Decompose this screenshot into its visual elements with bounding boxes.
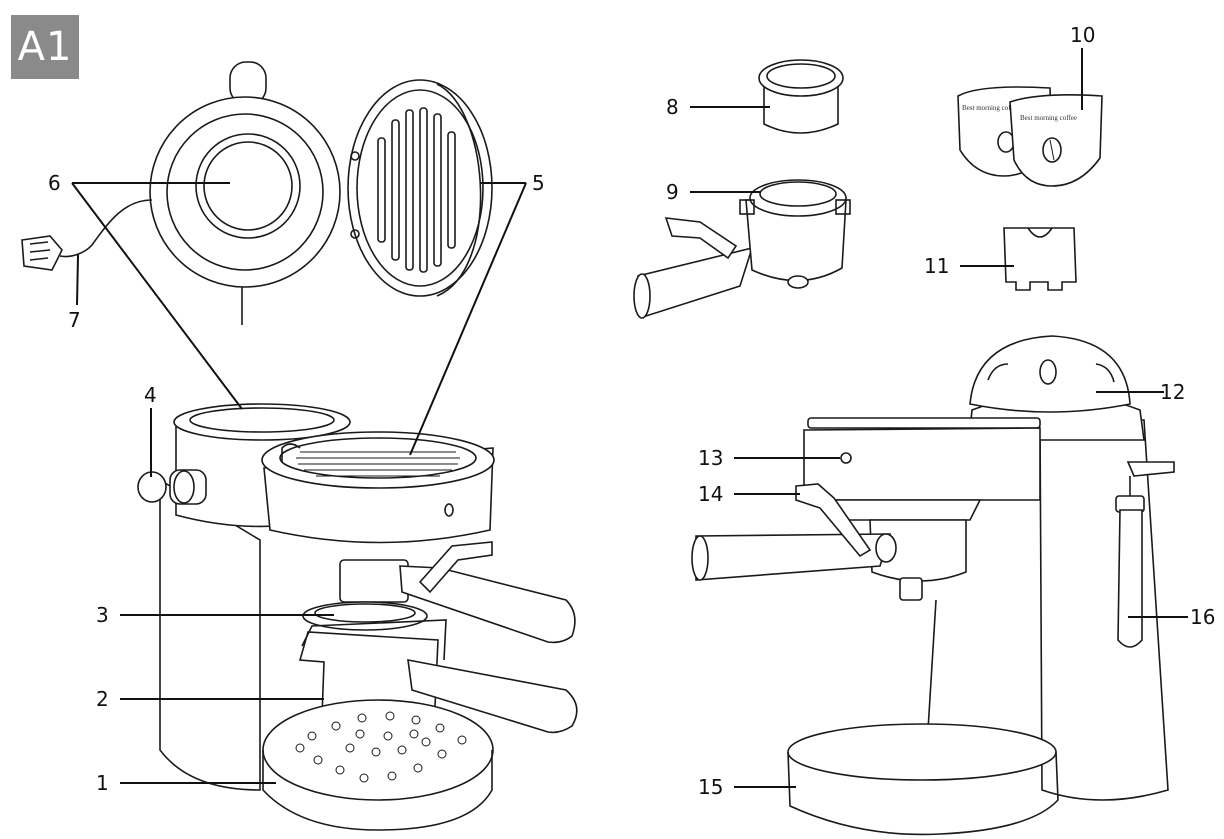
callout-5: 5 — [532, 171, 545, 195]
portafilter-illustration — [633, 179, 851, 319]
cup-print-back: Best morning coffee — [962, 104, 1019, 112]
callout-labels: 1 2 3 4 5 6 7 8 9 10 11 12 13 14 15 16 — [48, 23, 1215, 799]
callout-3: 3 — [96, 603, 109, 627]
callout-10: 10 — [1070, 23, 1095, 47]
leader-lines — [71, 48, 1188, 788]
callout-14: 14 — [698, 482, 723, 506]
grill-cover-illustration — [347, 79, 493, 297]
power-cord-illustration — [21, 199, 153, 271]
espresso-machine-left — [137, 403, 578, 831]
callout-7: 7 — [68, 308, 81, 332]
callout-11: 11 — [924, 254, 949, 278]
figure-badge: A1 — [11, 15, 79, 79]
callout-12: 12 — [1160, 380, 1185, 404]
filter-basket-illustration — [758, 59, 844, 134]
callout-8: 8 — [666, 95, 679, 119]
tank-lid-illustration — [149, 61, 341, 325]
callout-16: 16 — [1190, 605, 1215, 629]
callout-1: 1 — [96, 771, 109, 795]
coffee-cups-illustration: Best morning coffee Best morning coffee — [957, 86, 1103, 187]
callout-6: 6 — [48, 171, 61, 195]
cup-spacer-illustration — [1003, 227, 1077, 291]
callout-2: 2 — [96, 687, 109, 711]
callout-13: 13 — [698, 446, 723, 470]
callout-9: 9 — [666, 180, 679, 204]
callout-4: 4 — [144, 383, 157, 407]
espresso-machine-right — [691, 335, 1175, 836]
cup-print-front: Best morning coffee — [1020, 114, 1077, 122]
callout-15: 15 — [698, 775, 723, 799]
